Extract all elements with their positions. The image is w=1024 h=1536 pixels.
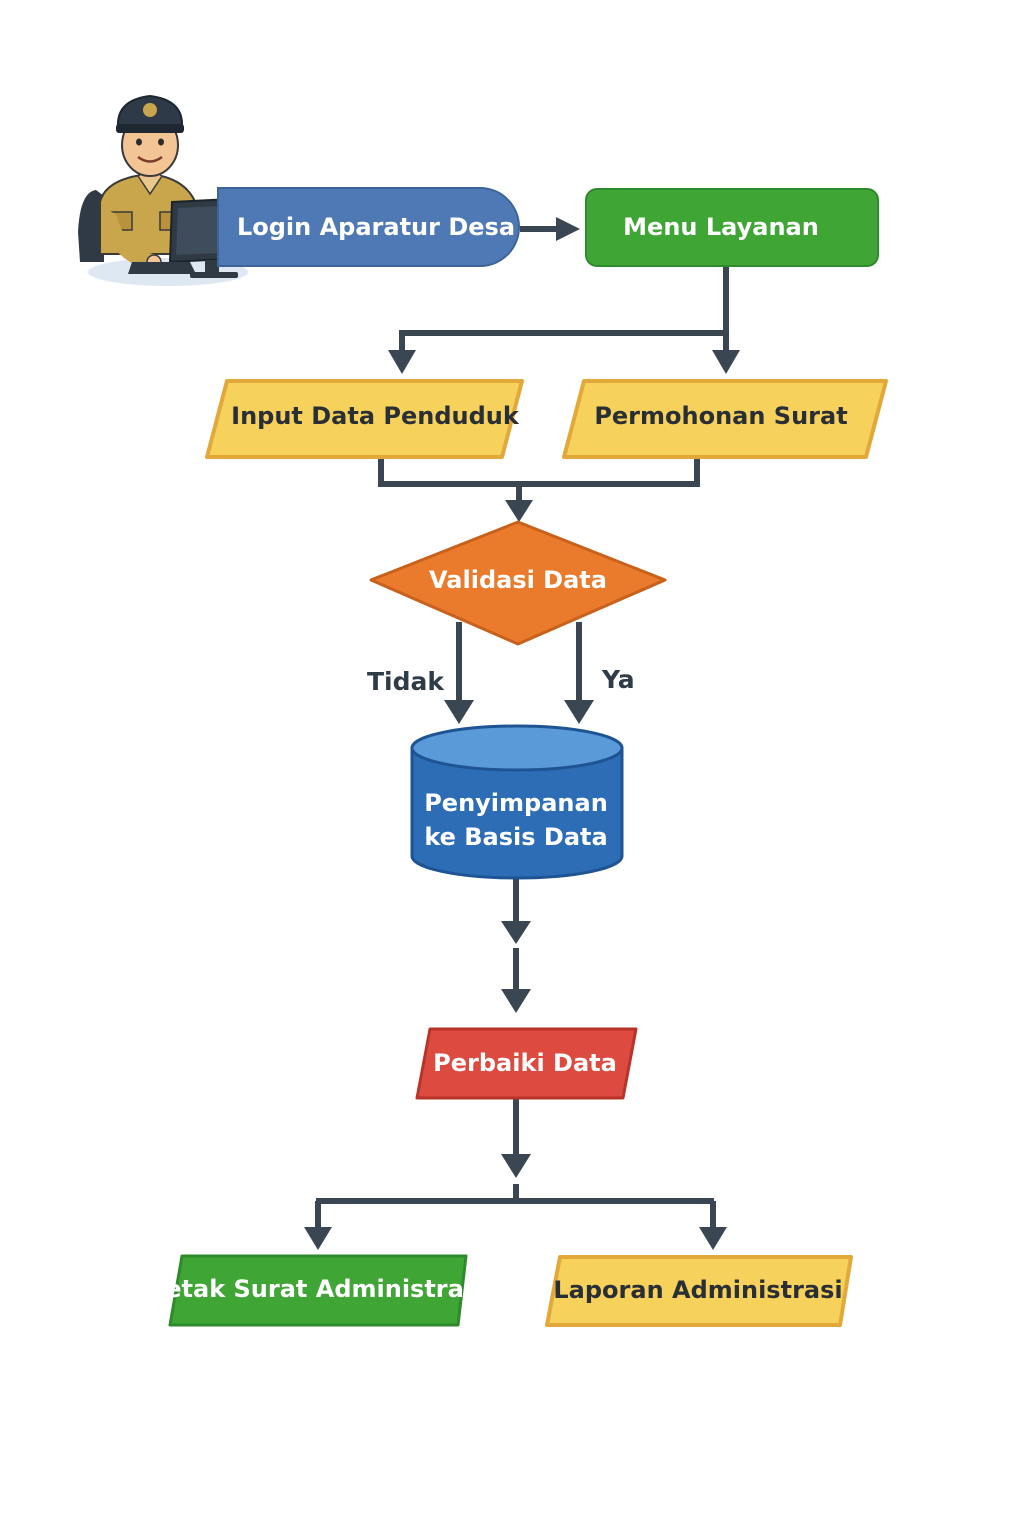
input-data-penduduk-node: Input Data Penduduk [205,379,524,459]
validasi-label: Validasi Data [429,566,607,594]
arrowhead [388,350,416,374]
database-node: Penyimpanan ke Basis Data [410,724,624,880]
arrowhead [699,1227,727,1250]
laporan-parallelogram [545,1255,853,1327]
cetak-label: Cetak Surat Administrasi [148,1275,487,1303]
arrowhead [501,989,531,1013]
arrowhead [505,500,533,522]
arrowhead [564,700,594,724]
edge-inputs-merge [378,458,700,487]
validasi-data-node: Validasi Data [369,520,667,646]
validasi-diamond [369,520,667,646]
database-cylinder-body [410,746,624,880]
database-label-line1: Penyimpanan [424,789,608,817]
input-data-label: Input Data Penduduk [231,402,520,430]
edge-label-tidak: Tidak [367,667,445,696]
login-label: Login Aparatur Desa [237,213,515,241]
database-cylinder-top [410,724,624,772]
cetak-surat-node: Cetak Surat Administrasi [148,1254,487,1327]
arrowhead [501,921,531,944]
permohonan-label: Permohonan Surat [594,402,847,430]
laporan-administrasi-node: Laporan Administrasi [545,1255,853,1327]
edge-bottom-split [315,1184,716,1229]
login-pill-shape [217,187,520,267]
database-label-line2: ke Basis Data [424,823,607,851]
arrowhead [712,350,740,374]
perbaiki-data-node: Perbaiki Data [415,1027,638,1100]
input-data-parallelogram [205,379,524,459]
arrowhead [501,1154,531,1178]
perbaiki-parallelogram [415,1027,638,1100]
connectors [304,217,740,1250]
arrowhead [444,700,474,724]
cetak-parallelogram [168,1254,468,1327]
menu-layanan-node: Menu Layanan [585,188,879,267]
menu-layanan-label: Menu Layanan [623,213,819,241]
perbaiki-label: Perbaiki Data [433,1049,617,1077]
arrowhead [304,1227,332,1250]
menu-layanan-box [585,188,879,267]
login-aparatur-desa-node: Login Aparatur Desa [217,187,520,267]
arrowhead [556,217,580,241]
edge-menu-split [399,266,729,352]
permohonan-parallelogram [562,379,888,459]
edge-label-ya: Ya [601,665,635,694]
laporan-label: Laporan Administrasi [553,1276,842,1304]
permohonan-surat-node: Permohonan Surat [562,379,888,459]
